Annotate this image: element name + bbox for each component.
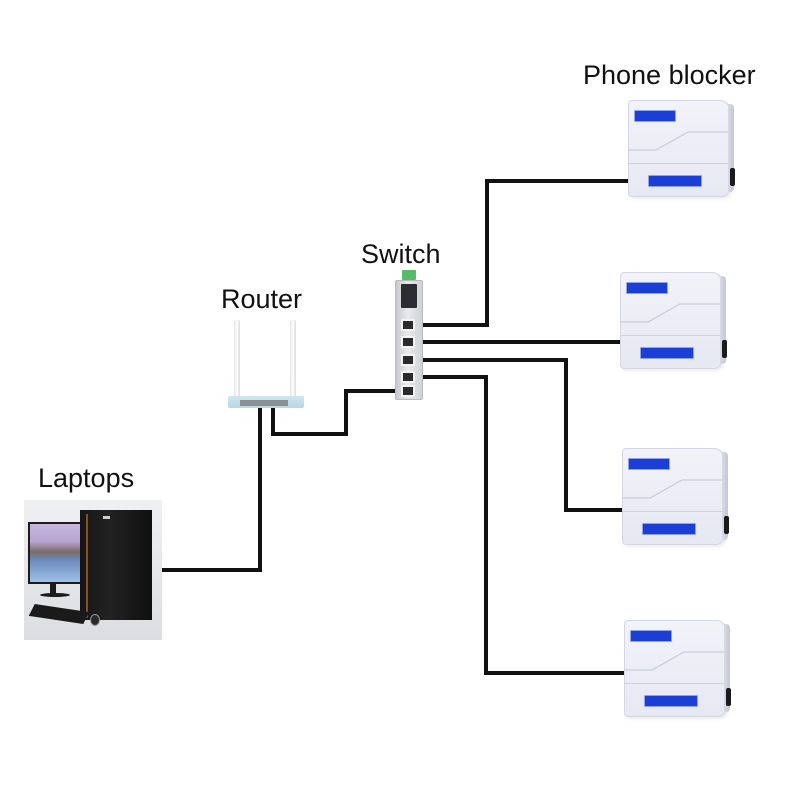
blocker-top-badge bbox=[634, 110, 676, 122]
laptops-label: Laptops bbox=[38, 463, 135, 493]
switch-port-4 bbox=[401, 371, 415, 383]
cable-router-switch bbox=[271, 389, 405, 436]
blocker-bottom-badge bbox=[642, 523, 696, 535]
router-label: Router bbox=[221, 284, 303, 314]
cable-laptops-router bbox=[156, 400, 262, 572]
switch-port-5 bbox=[401, 385, 415, 397]
router-ports bbox=[240, 400, 288, 406]
phone-blocker-label: Phone blocker bbox=[583, 60, 756, 90]
cable-switch-blocker-3 bbox=[414, 358, 627, 512]
switch-status-panel bbox=[401, 284, 417, 308]
blocker-bottom-badge bbox=[640, 347, 694, 359]
network-switch-icon bbox=[391, 270, 427, 410]
switch-port-1 bbox=[401, 319, 415, 331]
blocker-top-badge bbox=[626, 282, 668, 294]
monitor bbox=[28, 522, 88, 584]
blocker-bottom-badge bbox=[648, 175, 702, 187]
desktop-pc-icon bbox=[24, 500, 162, 640]
blocker-top-badge bbox=[628, 458, 670, 470]
switch-port-2 bbox=[401, 336, 415, 348]
router-antenna-right bbox=[290, 320, 296, 406]
blocker-top-badge bbox=[630, 630, 672, 642]
router-antenna-left bbox=[234, 320, 240, 406]
cable-switch-blocker-1 bbox=[414, 179, 633, 327]
switch-label: Switch bbox=[361, 239, 441, 269]
phone-blocker-icon bbox=[624, 620, 732, 717]
power-terminal bbox=[402, 270, 416, 280]
cable-switch-blocker-4 bbox=[414, 375, 630, 675]
wifi-router-icon bbox=[226, 320, 306, 412]
switch-port-3 bbox=[401, 354, 415, 366]
blocker-bottom-badge bbox=[644, 695, 698, 707]
pc-tower bbox=[80, 510, 152, 620]
phone-blocker-icon bbox=[622, 448, 730, 545]
mouse bbox=[90, 614, 100, 626]
phone-blocker-icon bbox=[620, 272, 728, 369]
phone-blocker-icon bbox=[628, 100, 736, 197]
